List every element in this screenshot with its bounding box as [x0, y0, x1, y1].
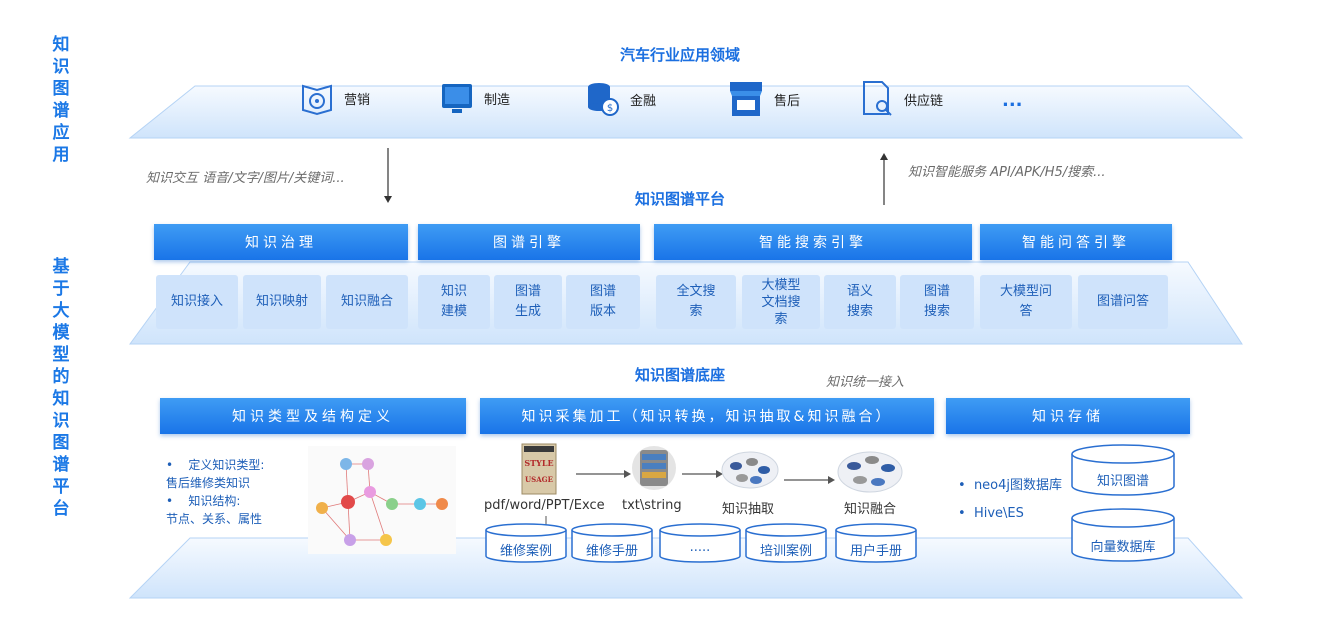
convert-label: txt\string — [622, 498, 682, 513]
document-search-icon — [863, 81, 892, 116]
store-vector-database[interactable]: 向量数据库 — [1090, 540, 1156, 555]
module-graph-version[interactable]: 图谱版本 — [566, 275, 640, 329]
module-knowledge-mapping[interactable]: 知识映射 — [243, 275, 321, 329]
app-item-label: 制造 — [484, 92, 511, 108]
module-semantic-search[interactable]: 语义搜索 — [824, 275, 896, 329]
source-training-cases[interactable]: 培训案例 — [759, 544, 812, 559]
app-item-manufacturing[interactable]: 制造 — [440, 80, 510, 116]
definition-bullet-type: • 定义知识类型: — [166, 458, 265, 472]
side-title-platform: 基于大模型的知识图谱平台 — [52, 257, 70, 519]
coins-icon: $ — [588, 83, 619, 116]
definition-detail-structure: 节点、关系、属性 — [166, 512, 263, 526]
app-item-label: 营销 — [344, 92, 371, 108]
header-collection-processing: 知识采集加工（知识转换，知识抽取&知识融合） — [480, 398, 934, 434]
app-item-aftersales[interactable]: 售后 — [728, 80, 800, 118]
header-knowledge-storage: 知识存储 — [946, 398, 1190, 434]
svg-text:USAGE: USAGE — [525, 475, 553, 484]
source-formats-label: pdf/word/PPT/Exce — [484, 498, 605, 513]
monitor-icon — [442, 84, 472, 113]
module-graph-qa[interactable]: 图谱问答 — [1078, 275, 1168, 329]
storage-bullets: • neo4j图数据库 • Hive\ES — [958, 472, 1062, 528]
plane-application — [128, 85, 1244, 139]
storage-bullet-neo4j: • neo4j图数据库 — [958, 478, 1063, 493]
module-graph-generation[interactable]: 图谱生成 — [494, 275, 562, 329]
definition-bullets: • 定义知识类型: 售后维修类知识 • 知识结构: 节点、关系、属性 — [166, 456, 306, 528]
header-type-structure-definition: 知识类型及结构定义 — [160, 398, 466, 434]
extraction-cluster-icon — [721, 451, 779, 489]
steering-book-icon — [302, 84, 332, 116]
source-cylinders — [485, 523, 917, 563]
shop-icon — [730, 82, 762, 116]
database-server-icon — [632, 446, 676, 490]
source-repair-cases[interactable]: 维修案例 — [499, 544, 552, 559]
source-more[interactable]: ..... — [689, 540, 711, 555]
storage-bullet-hive: • Hive\ES — [958, 506, 1024, 521]
storage-cylinders — [1071, 444, 1175, 562]
app-item-supply-chain[interactable]: 供应链 — [860, 80, 943, 118]
header-smart-qa-engine: 智能问答引擎 — [980, 224, 1172, 260]
header-knowledge-governance: 知识治理 — [154, 224, 408, 260]
module-graph-search[interactable]: 图谱搜索 — [900, 275, 974, 329]
app-item-finance[interactable]: $ 金融 — [586, 80, 656, 118]
module-llm-qa[interactable]: 大模型问答 — [980, 275, 1072, 329]
fuse-label: 知识融合 — [844, 502, 897, 517]
svg-text:STYLE: STYLE — [524, 458, 553, 468]
side-title-application: 知识图谱应用 — [52, 35, 70, 165]
app-more-ellipsis: ... — [1002, 90, 1023, 111]
right-note: 知识智能服务 API/APK/H5/搜索... — [908, 165, 1106, 180]
module-knowledge-fusion[interactable]: 知识融合 — [326, 275, 408, 329]
fusion-cluster-icon — [837, 451, 903, 493]
svg-text:$: $ — [607, 103, 613, 114]
unified-access-note: 知识统一接入 — [826, 375, 905, 390]
app-layer-title: 汽车行业应用领域 — [619, 46, 740, 64]
app-item-label: 售后 — [774, 93, 801, 109]
module-fulltext-search[interactable]: 全文搜索 — [656, 275, 736, 329]
header-smart-search-engine: 智能搜索引擎 — [654, 224, 972, 260]
extract-label: 知识抽取 — [722, 502, 775, 517]
base-layer-title: 知识图谱底座 — [634, 366, 725, 384]
source-user-manual[interactable]: 用户手册 — [849, 544, 902, 559]
platform-layer-title: 知识图谱平台 — [634, 190, 725, 208]
store-knowledge-graph[interactable]: 知识图谱 — [1096, 474, 1149, 489]
module-knowledge-modeling[interactable]: 知识建模 — [418, 275, 490, 329]
definition-detail-type: 售后维修类知识 — [166, 476, 251, 490]
processing-pipeline: STYLE USAGE — [521, 443, 903, 528]
app-item-label: 供应链 — [904, 93, 944, 109]
source-document-book-icon: STYLE USAGE — [521, 443, 557, 495]
source-repair-manual[interactable]: 维修手册 — [585, 544, 638, 559]
module-llm-document-search[interactable]: 大模型文档搜索 — [742, 275, 820, 329]
app-item-label: 金融 — [630, 93, 657, 109]
knowledge-graph-thumbnail — [308, 446, 456, 554]
module-knowledge-access[interactable]: 知识接入 — [156, 275, 238, 329]
definition-bullet-structure: • 知识结构: — [166, 494, 241, 508]
app-item-marketing[interactable]: 营销 — [300, 80, 370, 116]
left-note: 知识交互 语音/文字/图片/关键词... — [146, 171, 345, 186]
header-graph-engine: 图谱引擎 — [418, 224, 640, 260]
